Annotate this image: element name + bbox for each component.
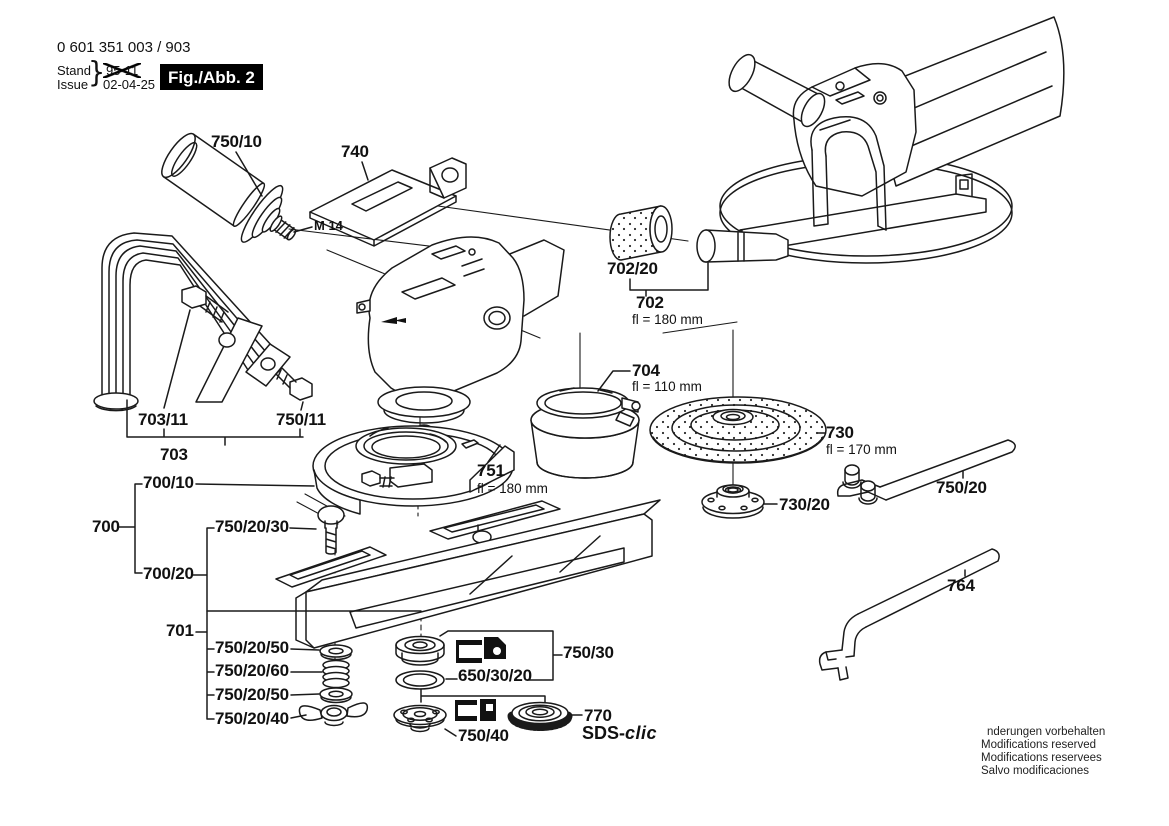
- sds-clic-wordmark: SDS-clic: [582, 724, 657, 742]
- part-label-700-20: 700/20: [143, 564, 194, 583]
- notice-es: Salvo modificaciones: [981, 765, 1090, 778]
- backing-flange-730-20-drawing: [701, 484, 765, 519]
- bow-handle-703-drawing: [93, 232, 313, 412]
- part-label-650-30-20: 650/30/20: [458, 666, 532, 685]
- part-label-750-20-50-b: 750/20/50: [215, 685, 289, 704]
- figure-title-badge: Fig./Abb. 2: [160, 64, 263, 90]
- document-part-number: 0 601 351 003 / 903: [57, 39, 191, 56]
- modification-notices: nderungen vorbehalten Modifications rese…: [981, 726, 1105, 778]
- part-label-764: 764: [947, 576, 975, 595]
- wheel-guard-751-drawing: [312, 425, 515, 515]
- sds-suffix: clic: [625, 723, 658, 743]
- part-label-704: 704: [632, 361, 660, 380]
- part-label-750-20: 750/20: [936, 478, 987, 497]
- stand-label: Stand: [57, 63, 91, 78]
- part-label-750-20-60: 750/20/60: [215, 661, 289, 680]
- part-label-750-20-40: 750/20/40: [215, 709, 289, 728]
- stand-issue-brace: }: [88, 56, 106, 89]
- dim-label-702: fl = 180 mm: [632, 312, 703, 327]
- part-label-770: 770: [584, 706, 612, 725]
- cutting-guide-700-drawing: [275, 499, 661, 649]
- washer-stack-drawing: [298, 644, 369, 727]
- part-label-730: 730: [826, 423, 854, 442]
- sanding-plate-730-drawing: [649, 396, 827, 464]
- part-label-750-20-30: 750/20/30: [215, 517, 289, 536]
- part-label-703: 703: [160, 445, 188, 464]
- part-label-750-10: 750/10: [211, 132, 262, 151]
- part-label-730-20: 730/20: [779, 495, 830, 514]
- leader-lines: [117, 151, 966, 737]
- part-label-750-11: 750/11: [276, 410, 326, 429]
- dim-label-751: fl = 180 mm: [477, 481, 548, 496]
- mounting-plate-740-drawing: [309, 157, 467, 247]
- part-label-740: 740: [341, 142, 369, 161]
- flange-group-drawing: [393, 635, 506, 733]
- part-label-702: 702: [636, 293, 664, 312]
- issue-value: 02-04-25: [103, 77, 156, 92]
- assembled-grinder-drawing: [696, 16, 1065, 264]
- thread-label-m14: M 14: [314, 218, 343, 233]
- side-handle-750-10-drawing: [161, 132, 297, 243]
- part-label-751: 751: [477, 461, 505, 480]
- part-label-703-11: 703/11: [138, 410, 188, 429]
- sanding-sleeve-702-20-drawing: [609, 205, 673, 261]
- wrench-764-drawing: [818, 548, 1000, 681]
- part-label-750-20-50-a: 750/20/50: [215, 638, 289, 657]
- pin-spanner-750-20-drawing: [836, 439, 1016, 505]
- dim-label-730: fl = 170 mm: [826, 442, 897, 457]
- stand-value-crossed-out: 95-11: [103, 63, 141, 78]
- part-label-750-40: 750/40: [458, 726, 509, 745]
- notice-en: Modifications reserved: [981, 739, 1097, 752]
- part-label-700: 700: [92, 517, 120, 536]
- part-label-700-10: 700/10: [143, 473, 194, 492]
- part-label-701: 701: [166, 621, 194, 640]
- dust-cup-704-drawing: [530, 387, 641, 479]
- clamp-nut-770-drawing: [507, 701, 573, 731]
- part-label-750-30: 750/30: [563, 643, 614, 662]
- sds-prefix: SDS-: [582, 723, 626, 743]
- part-label-702-20: 702/20: [607, 259, 658, 278]
- dim-label-704: fl = 110 mm: [632, 379, 702, 394]
- notice-fr: Modifications reservees: [981, 752, 1102, 765]
- issue-label: Issue: [57, 77, 89, 92]
- notice-de: nderungen vorbehalten: [987, 726, 1106, 738]
